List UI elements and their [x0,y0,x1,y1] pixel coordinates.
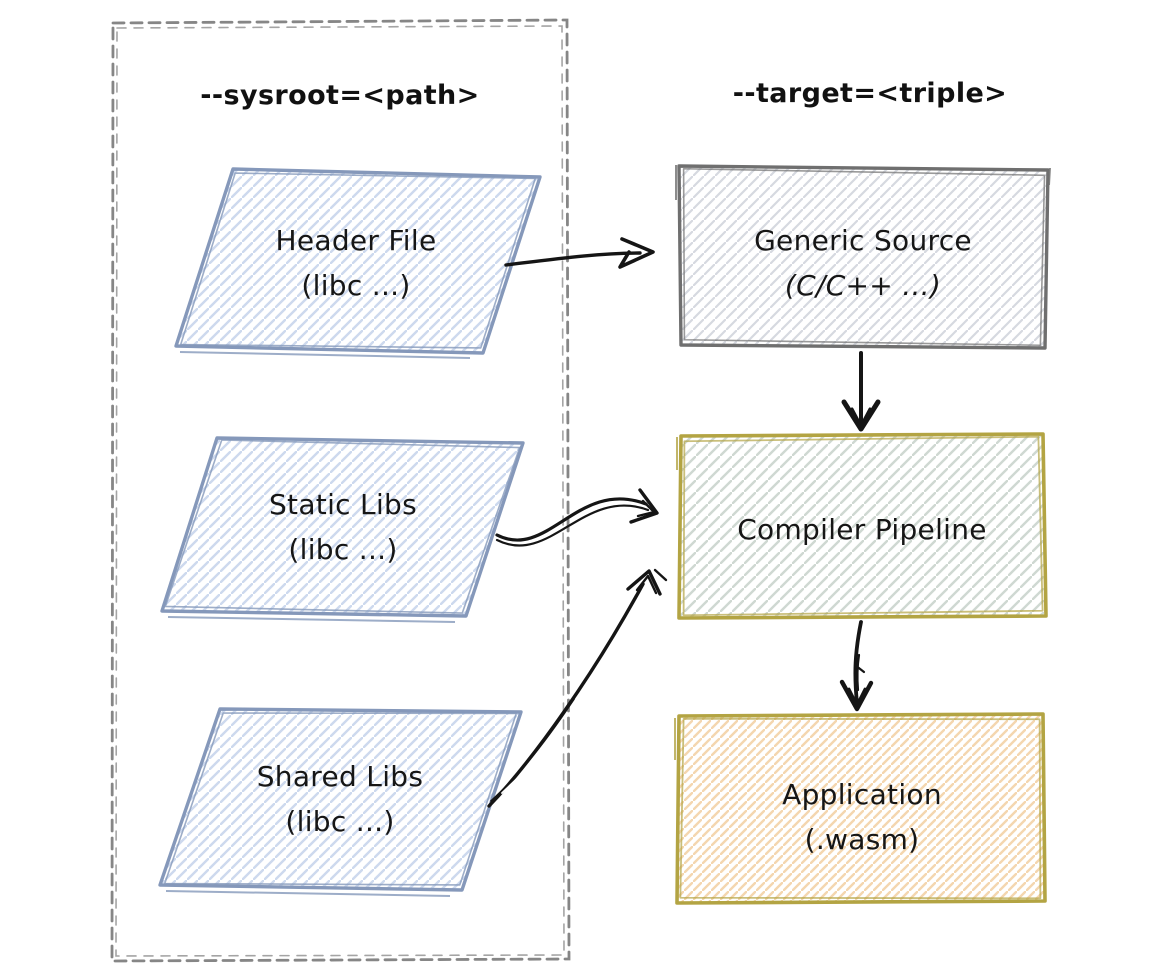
sysroot-group-title: --sysroot=<path> [200,80,480,111]
header-file-label-line2: (libc ...) [301,269,411,302]
header-file-label: Header File (libc ...) [206,218,506,308]
edge-generic-source-to-compiler-pipeline [841,351,881,432]
target-group-title: --target=<triple> [732,78,1008,109]
static-libs-label-line2: (libc ...) [288,533,398,566]
edge-compiler-pipeline-to-application [839,620,874,712]
generic-source-label-line2: (C/C++ ...) [784,269,942,302]
generic-source-label-line1: Generic Source [754,224,972,257]
shared-libs-label-line2: (libc ...) [285,805,395,838]
application-label-line2: (.wasm) [804,823,920,856]
compiler-pipeline-label-line1: Compiler Pipeline [737,513,987,546]
sysroot-container-border [110,18,571,963]
static-libs-label: Static Libs (libc ...) [193,482,493,572]
application-shape [674,712,1047,905]
header-file-shape [174,167,542,359]
shared-libs-label: Shared Libs (libc ...) [190,754,490,844]
compiler-pipeline-shape [676,432,1048,620]
header-file-label-line1: Header File [275,224,437,257]
application-label: Application (.wasm) [712,772,1012,862]
edge-shared-libs-to-compiler-pipeline [487,568,668,808]
application-label-line1: Application [782,778,942,811]
shared-libs-shape [158,707,523,897]
edge-header-file-to-generic-source [504,237,655,269]
compiler-pipeline-label: Compiler Pipeline [682,507,1042,552]
shared-libs-label-line1: Shared Libs [256,760,424,793]
generic-source-label: Generic Source (C/C++ ...) [713,218,1013,308]
generic-source-shape [675,164,1051,350]
static-libs-label-line1: Static Libs [268,488,417,521]
static-libs-shape [160,436,525,623]
edge-static-libs-to-compiler-pipeline [495,488,659,547]
